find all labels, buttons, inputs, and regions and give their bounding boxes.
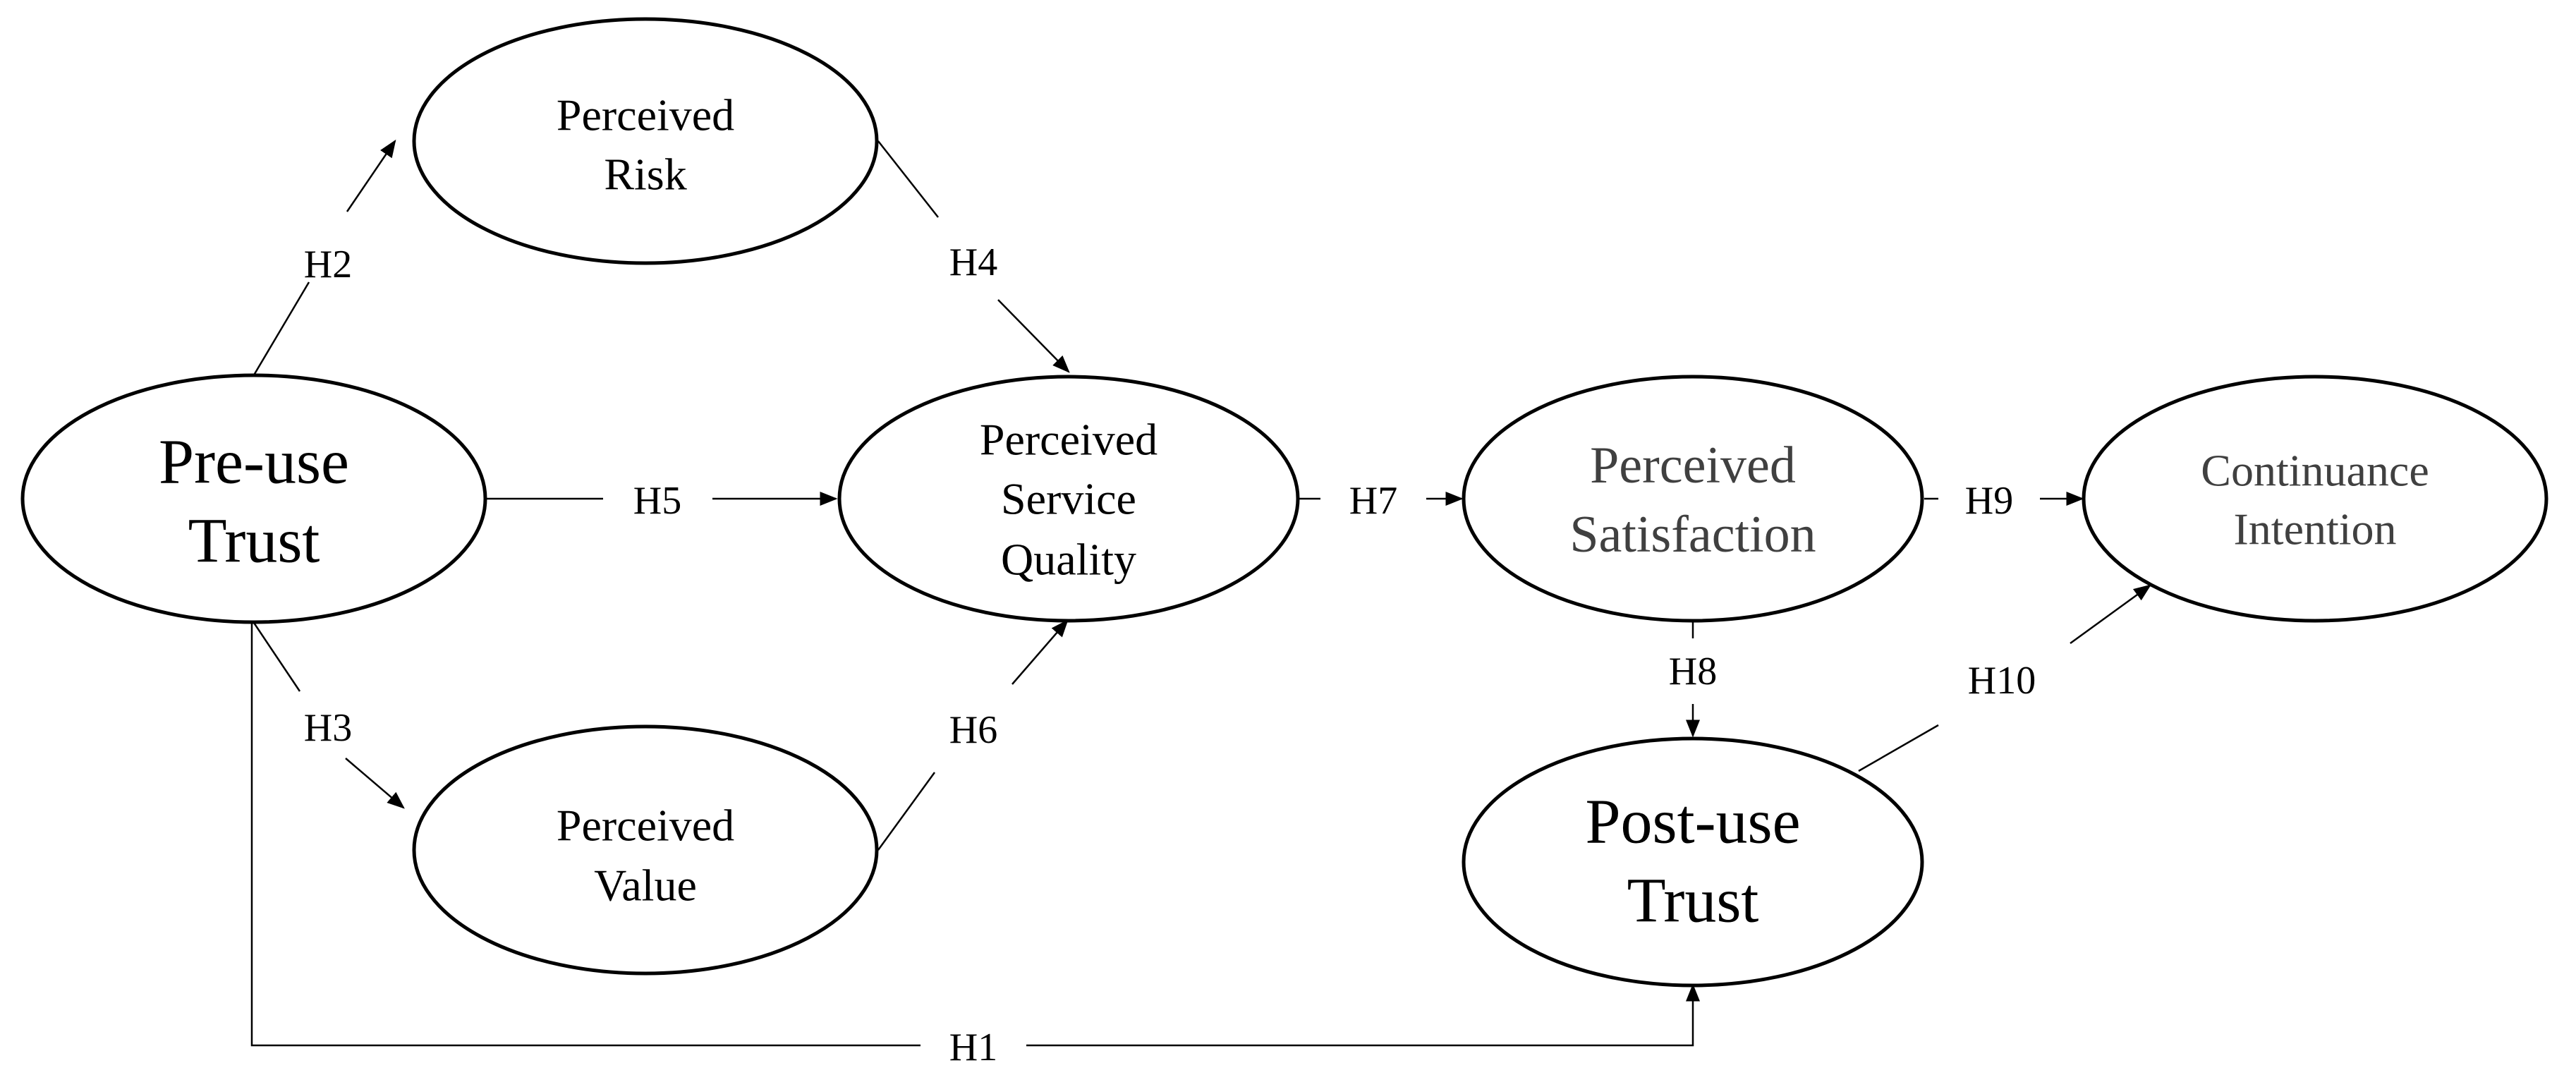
node-perceived-value-line2: Value xyxy=(594,861,697,911)
node-pre-use-trust: Pre-use Trust xyxy=(20,373,487,624)
edge-h4-line-b xyxy=(997,299,1070,373)
edge-h3-line-a xyxy=(251,620,301,692)
node-perceived-value-ellipse xyxy=(412,724,879,976)
node-perceived-service-quality-line2: Service xyxy=(1001,474,1136,524)
edge-h10-line-b xyxy=(2070,584,2152,645)
node-perceived-service-quality-line3: Quality xyxy=(1001,535,1136,585)
edge-h1-label: H1 xyxy=(949,1026,997,1069)
node-continuance-intention-line2: Intention xyxy=(2233,504,2396,554)
edge-h10-line-a xyxy=(1858,724,1939,772)
node-perceived-risk-line1: Perceived xyxy=(557,90,734,140)
node-perceived-risk-ellipse xyxy=(412,17,879,265)
node-perceived-service-quality: Perceived Service Quality xyxy=(837,375,1300,623)
node-perceived-satisfaction-line2: Satisfaction xyxy=(1569,506,1816,564)
edge-h1: H1 xyxy=(250,622,1700,1069)
node-perceived-satisfaction: Perceived Satisfaction xyxy=(1462,375,1924,623)
edge-h4: H4 xyxy=(877,140,1070,373)
node-post-use-trust-line1: Post-use xyxy=(1585,787,1800,857)
node-perceived-satisfaction-line1: Perceived xyxy=(1590,437,1796,494)
node-perceived-satisfaction-ellipse xyxy=(1462,375,1924,623)
edge-h6: H6 xyxy=(877,619,1069,851)
edge-h2-label: H2 xyxy=(304,243,352,286)
node-post-use-trust-ellipse xyxy=(1462,736,1924,988)
edge-h9-label: H9 xyxy=(1965,479,2013,523)
edge-h6-line-b xyxy=(1011,619,1069,685)
edge-h3-line-b xyxy=(345,758,405,809)
node-perceived-risk-line2: Risk xyxy=(604,150,686,200)
edge-h9: H9 xyxy=(1924,479,2084,523)
node-pre-use-trust-ellipse xyxy=(20,373,487,624)
node-continuance-intention-ellipse xyxy=(2082,375,2548,623)
node-continuance-intention: Continuance Intention xyxy=(2082,375,2548,623)
node-pre-use-trust-line2: Trust xyxy=(188,506,320,576)
node-perceived-value: Perceived Value xyxy=(412,724,879,976)
edge-h2: H2 xyxy=(251,139,396,378)
edge-h1-line-a xyxy=(250,622,921,1047)
edge-h8: H8 xyxy=(1669,621,1717,738)
edge-h10-label: H10 xyxy=(1968,659,2036,703)
node-post-use-trust: Post-use Trust xyxy=(1462,736,1924,988)
edge-h3: H3 xyxy=(251,620,405,809)
edge-h8-label: H8 xyxy=(1669,650,1717,693)
edge-h4-line-a xyxy=(877,140,939,218)
node-post-use-trust-line2: Trust xyxy=(1627,866,1759,936)
node-perceived-risk: Perceived Risk xyxy=(412,17,879,265)
edge-h1-line-b xyxy=(1026,983,1700,1047)
node-continuance-intention-line1: Continuance xyxy=(2201,446,2429,496)
edge-h7: H7 xyxy=(1298,479,1464,523)
edge-h7-label: H7 xyxy=(1349,479,1397,523)
edge-h6-line-a xyxy=(877,772,936,851)
edge-h10: H10 xyxy=(1858,584,2152,772)
node-perceived-service-quality-line1: Perceived xyxy=(980,415,1158,465)
edge-h5-label: H5 xyxy=(633,479,681,523)
node-perceived-value-line1: Perceived xyxy=(557,801,734,851)
edge-h2-line-b xyxy=(346,139,396,212)
node-perceived-service-quality-ellipse xyxy=(837,375,1300,623)
edge-h5: H5 xyxy=(487,479,838,523)
edge-h4-label: H4 xyxy=(949,241,997,284)
edge-h2-line-a xyxy=(251,281,310,378)
edge-h3-label: H3 xyxy=(304,706,352,750)
edge-h6-label: H6 xyxy=(949,708,997,752)
node-pre-use-trust-line1: Pre-use xyxy=(159,427,349,497)
